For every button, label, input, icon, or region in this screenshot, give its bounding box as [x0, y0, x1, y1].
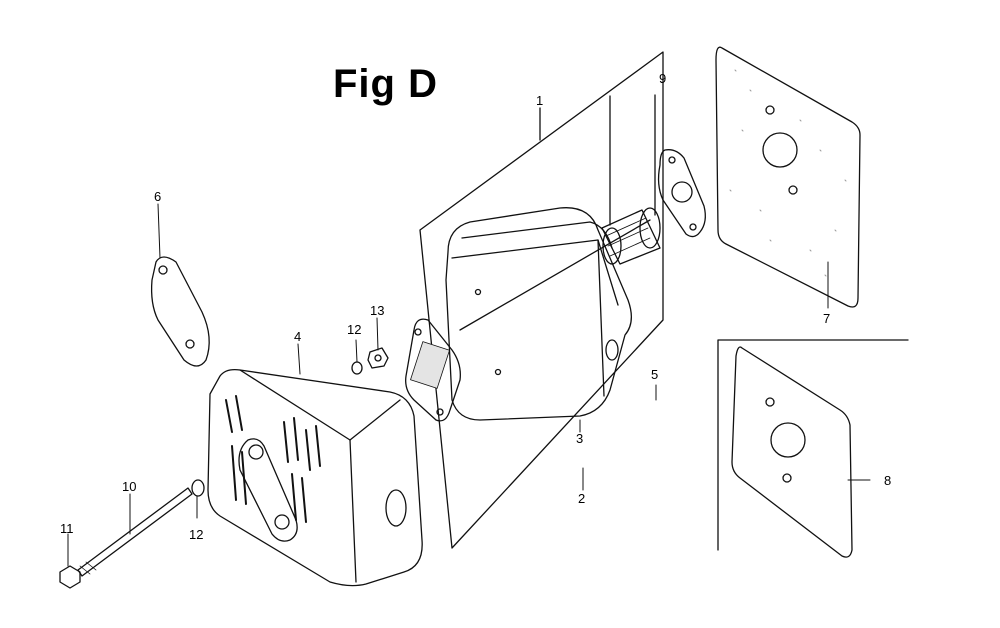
assembly-bracket-lines — [419, 51, 664, 549]
exhaust-pipe — [601, 207, 661, 265]
plate-speckle-texture — [729, 69, 847, 277]
callout-part-number: 13 — [370, 303, 385, 318]
callout-part-number: 12 — [189, 527, 204, 542]
callout-part-number: 5 — [651, 367, 659, 382]
muffler-body — [445, 207, 632, 421]
figure-title: Fig D — [333, 62, 438, 106]
bolt-washer-nut — [59, 479, 205, 589]
callout-part-number: 2 — [578, 491, 586, 506]
callout-part-number: 6 — [154, 189, 162, 204]
heat-shield-plate-lower — [717, 339, 909, 558]
callout-leader-lines — [67, 87, 871, 567]
muffler-protector — [207, 368, 423, 587]
exhaust-gasket — [657, 149, 706, 238]
callout-part-number: 8 — [884, 473, 892, 488]
callout-part-number: 11 — [60, 521, 74, 536]
muffler-gasket — [405, 318, 461, 422]
callout-part-number: 4 — [294, 329, 302, 344]
callout-part-number: 7 — [823, 311, 831, 326]
callout-part-number: 9 — [659, 71, 667, 86]
callout-part-number: 3 — [576, 431, 584, 446]
callout-part-number: 12 — [347, 322, 362, 337]
protector-gasket-plate — [150, 256, 210, 367]
callout-part-number: 1 — [536, 93, 544, 108]
heat-shield-plate-upper — [715, 46, 861, 308]
callout-part-number: 10 — [122, 479, 137, 494]
